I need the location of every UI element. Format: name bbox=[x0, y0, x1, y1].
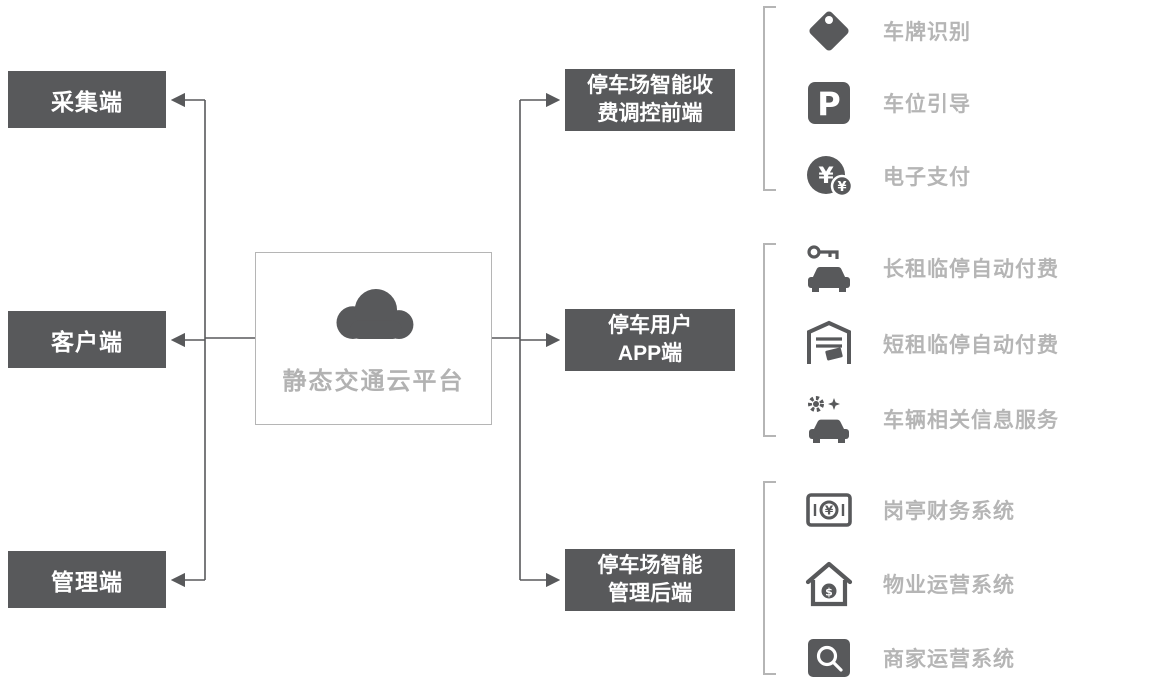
node-parking-app-line1: 停车用户 bbox=[608, 314, 692, 337]
svg-text:¥: ¥ bbox=[837, 180, 846, 195]
feature-plate-recognition: 车牌识别 bbox=[803, 3, 971, 59]
tag-icon bbox=[803, 5, 855, 57]
feature-shortterm-autopay: 短租临停自动付费 bbox=[803, 316, 1059, 372]
node-fee-control-frontend: 停车场智能收 费调控前端 bbox=[565, 69, 735, 131]
node-fee-control-frontend-line1: 停车场智能收 bbox=[587, 74, 713, 97]
node-parking-app: 停车用户 APP端 bbox=[565, 309, 735, 371]
garage-icon bbox=[803, 318, 855, 370]
feature-label: 车位引导 bbox=[883, 93, 971, 116]
group-bracket-1 bbox=[763, 6, 776, 191]
feature-label: 物业运营系统 bbox=[883, 574, 1015, 597]
group-bracket-3 bbox=[763, 481, 776, 675]
node-client: 客户端 bbox=[8, 311, 166, 368]
feature-space-guidance: P 车位引导 bbox=[803, 75, 971, 131]
feature-label: 短租临停自动付费 bbox=[883, 334, 1059, 357]
node-collection: 采集端 bbox=[8, 71, 166, 128]
node-management-backend-line1: 停车场智能 bbox=[597, 554, 703, 577]
feature-label: 车牌识别 bbox=[883, 21, 971, 44]
svg-text:¥: ¥ bbox=[825, 504, 834, 518]
node-fee-control-frontend-line2: 费调控前端 bbox=[597, 102, 703, 125]
merchant-search-icon bbox=[803, 632, 855, 684]
parking-icon: P bbox=[803, 77, 855, 129]
svg-text:P: P bbox=[817, 85, 840, 123]
car-key-icon bbox=[803, 242, 855, 294]
node-management-label: 管理端 bbox=[51, 568, 123, 595]
node-client-label: 客户端 bbox=[51, 328, 123, 355]
node-management-backend: 停车场智能 管理后端 bbox=[565, 549, 735, 611]
feature-label: 电子支付 bbox=[883, 166, 971, 189]
cloud-icon bbox=[324, 282, 424, 351]
cloud-platform-box: 静态交通云平台 bbox=[255, 252, 492, 425]
epay-icon: ¥ ¥ bbox=[803, 150, 855, 202]
feature-label: 商家运营系统 bbox=[883, 648, 1015, 671]
svg-text:$: $ bbox=[825, 586, 833, 599]
cloud-platform-label: 静态交通云平台 bbox=[282, 367, 465, 395]
node-management: 管理端 bbox=[8, 551, 166, 608]
feature-merchant-operation-system: 商家运营系统 bbox=[803, 630, 1015, 686]
finance-icon: ¥ bbox=[803, 484, 855, 536]
feature-electronic-payment: ¥ ¥ 电子支付 bbox=[803, 148, 971, 204]
group-bracket-2 bbox=[763, 243, 776, 437]
svg-text:¥: ¥ bbox=[818, 164, 834, 189]
feature-booth-finance-system: ¥ 岗亭财务系统 bbox=[803, 482, 1015, 538]
feature-label: 岗亭财务系统 bbox=[883, 500, 1015, 523]
feature-property-operation-system: $ 物业运营系统 bbox=[803, 556, 1015, 612]
feature-vehicle-info-service: 车辆相关信息服务 bbox=[803, 391, 1059, 447]
node-collection-label: 采集端 bbox=[51, 88, 123, 115]
feature-longterm-autopay: 长租临停自动付费 bbox=[803, 240, 1059, 296]
node-management-backend-line2: 管理后端 bbox=[608, 582, 692, 605]
node-parking-app-line2: APP端 bbox=[617, 342, 683, 365]
car-service-icon bbox=[803, 393, 855, 445]
property-icon: $ bbox=[803, 558, 855, 610]
feature-label: 车辆相关信息服务 bbox=[883, 409, 1059, 432]
feature-label: 长租临停自动付费 bbox=[883, 258, 1059, 281]
